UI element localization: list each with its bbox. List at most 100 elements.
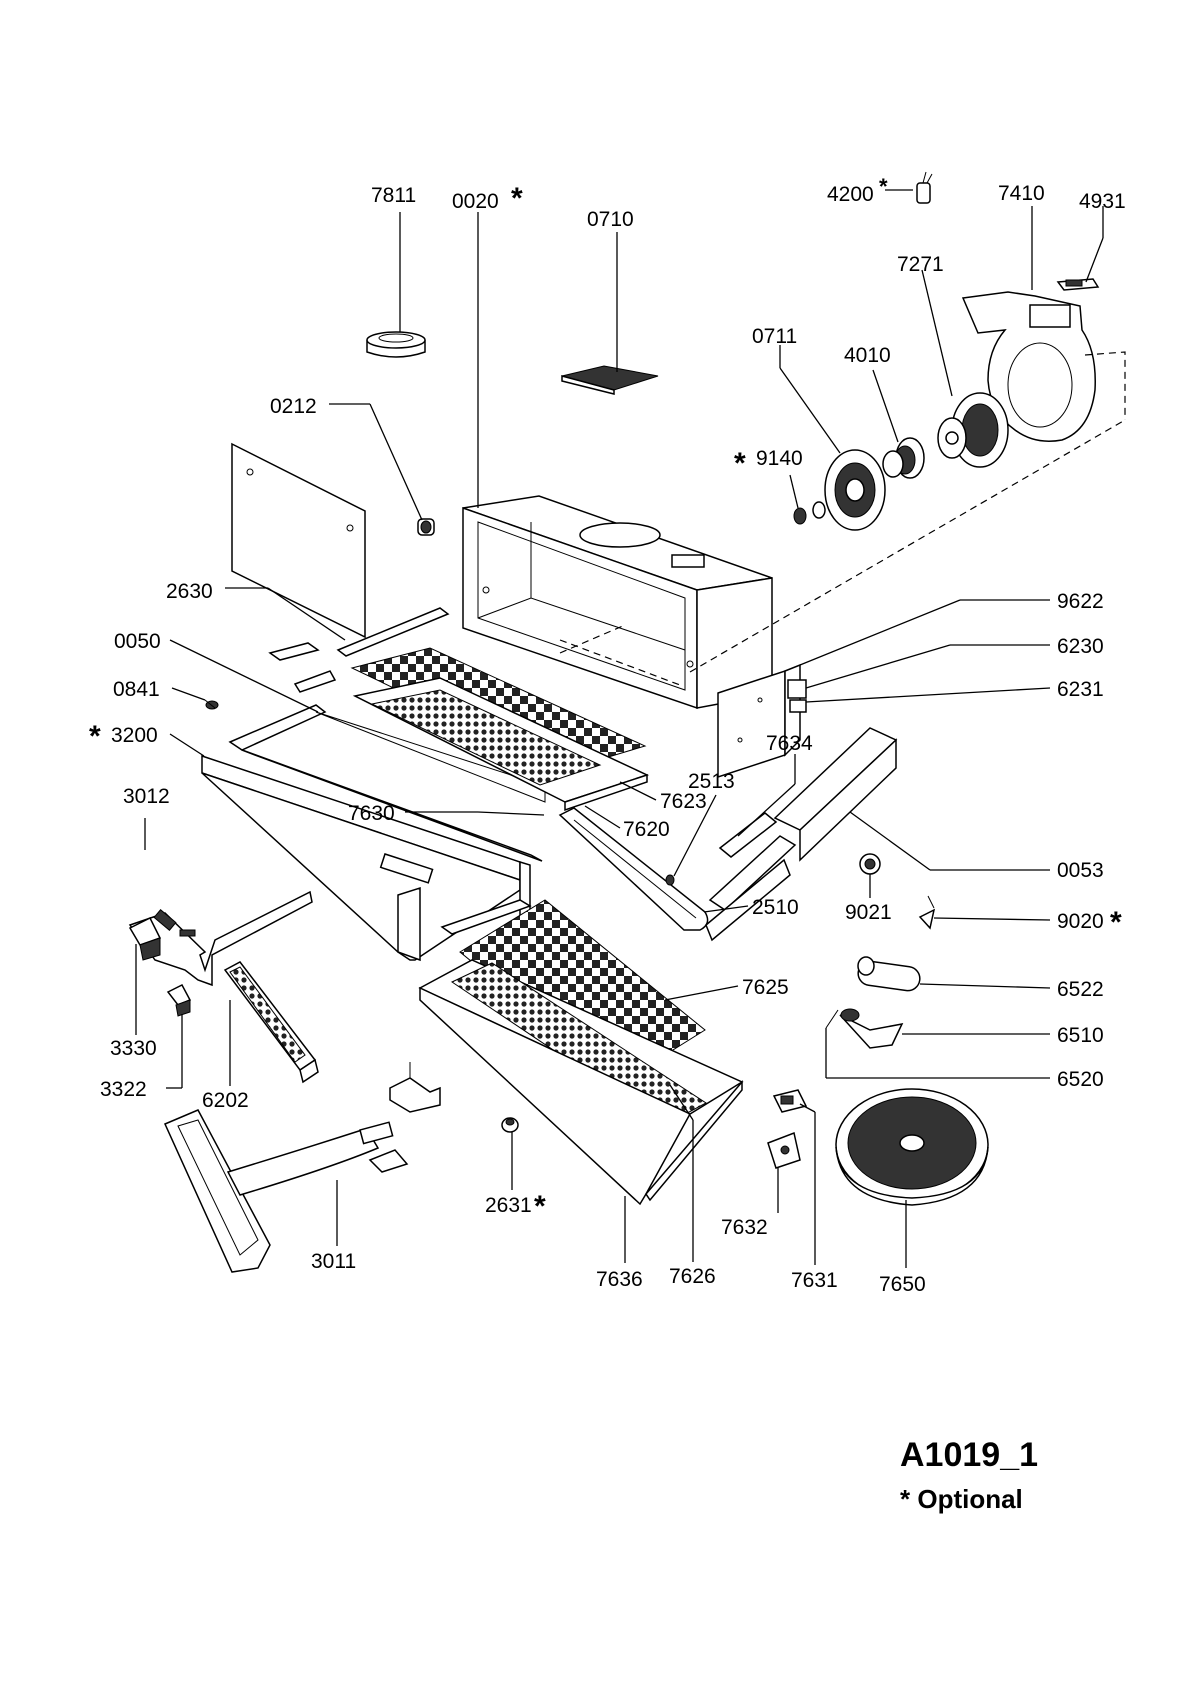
label-0711: 0711: [752, 325, 797, 348]
part-7811-duct-adapter: [366, 331, 426, 358]
leader-0050: [169, 639, 319, 713]
part-0212-grommet: [417, 518, 435, 536]
part-3011-handle: [163, 1109, 409, 1273]
leader-2513: [673, 794, 717, 877]
label-7625: 7625: [742, 976, 789, 999]
part-9020-clip: [918, 895, 936, 930]
label-7632: 7632: [721, 1216, 768, 1239]
part-bracket-3011: [389, 1062, 441, 1113]
leader-7271: [921, 269, 953, 397]
part-brackets-upper-left: [268, 607, 450, 693]
part-6522-lamp-cover: [857, 956, 921, 992]
optional-star-0020: *: [511, 182, 523, 215]
label-0053: 0053: [1057, 859, 1104, 882]
part-2630-side-panel: [231, 442, 366, 639]
leader-0053-b: [849, 811, 931, 871]
label-6510: 6510: [1057, 1024, 1104, 1047]
part-7632-bracket: [767, 1131, 801, 1169]
leader-3200: [169, 733, 205, 757]
part-9622-control-panel: [717, 663, 807, 779]
leader-7630-b: [477, 811, 545, 816]
part-0050-frame: [228, 704, 546, 862]
part-4010-motor: [882, 437, 925, 479]
label-7634: 7634: [766, 732, 813, 755]
label-2513: 2513: [688, 770, 735, 793]
part-3200-front-panel: [201, 754, 532, 962]
part-7650-carbon-filter: [835, 1088, 989, 1206]
label-7623: 7623: [660, 790, 707, 813]
label-2631: 2631: [485, 1194, 532, 1217]
part-7631-clip: [772, 1089, 808, 1113]
label-6202: 6202: [202, 1089, 249, 1112]
leader-7620: [584, 805, 621, 829]
optional-star-9140: *: [734, 447, 746, 480]
part-2513-screw: [665, 874, 675, 886]
part-labels: 7811 0020 * 0710 4200 * 7410 4931 7271 0…: [89, 174, 1126, 1296]
label-3012: 3012: [123, 785, 170, 808]
label-0710: 0710: [587, 208, 634, 231]
leader-4010: [872, 369, 899, 443]
optional-legend: * Optional: [900, 1484, 1023, 1514]
label-7636: 7636: [596, 1268, 643, 1291]
parts-artwork: [128, 171, 1126, 1273]
leader-9140: [789, 474, 799, 509]
label-6522: 6522: [1057, 978, 1104, 1001]
part-9021-nut: [859, 853, 881, 875]
leader-7625: [664, 985, 739, 1001]
label-0050: 0050: [114, 630, 161, 653]
label-3322: 3322: [100, 1078, 147, 1101]
optional-star-3200: *: [89, 720, 101, 753]
label-6520: 6520: [1057, 1068, 1104, 1091]
part-3012-handle: [128, 890, 313, 987]
optional-star-4200: *: [879, 174, 888, 199]
label-6230: 6230: [1057, 635, 1104, 658]
optional-star-2631: *: [534, 1190, 546, 1223]
leader-6230-b: [805, 644, 951, 689]
label-3011: 3011: [311, 1250, 356, 1273]
label-4931: 4931: [1079, 190, 1126, 213]
label-7626: 7626: [669, 1265, 716, 1288]
label-6231: 6231: [1057, 678, 1104, 701]
leader-2510: [703, 905, 749, 913]
label-7650: 7650: [879, 1273, 926, 1296]
label-7811: 7811: [371, 184, 416, 207]
label-2630: 2630: [166, 580, 213, 603]
part-4200-capacitor: [885, 171, 933, 204]
label-9140: 9140: [756, 447, 803, 470]
leader-6522: [919, 983, 1051, 989]
part-0710-grille-plate: [561, 365, 659, 395]
part-7636-filter-frame: [418, 959, 744, 1206]
leader-9622-b: [799, 599, 961, 666]
leader-7634-b: [737, 783, 796, 837]
leader-7623: [619, 781, 657, 801]
label-7271: 7271: [897, 253, 944, 276]
leader-0711-b: [779, 367, 841, 454]
part-2631-plug: [501, 1117, 519, 1133]
part-6202-control-board: [223, 961, 319, 1084]
part-6510-lamp-socket: [825, 1008, 904, 1049]
optional-star-9020: *: [1110, 906, 1122, 939]
label-9020: 9020: [1057, 910, 1104, 933]
leader-0841: [171, 687, 206, 701]
leader-6231: [805, 687, 1051, 703]
leader-7626-b: [669, 1084, 694, 1121]
part-7620-filter-frame: [352, 677, 650, 812]
leader-7631-b: [799, 1103, 816, 1113]
part-0020-hood-body: [462, 419, 1126, 710]
drawing-code: A1019_1: [900, 1436, 1039, 1474]
part-4931-clip: [1056, 278, 1100, 291]
label-7410: 7410: [998, 182, 1045, 205]
label-7630: 7630: [348, 802, 395, 825]
label-4200: 4200: [827, 183, 874, 206]
label-0212: 0212: [270, 395, 317, 418]
label-3200: 3200: [111, 724, 158, 747]
leader-4931-b: [1085, 237, 1104, 283]
part-0711-motor-plate: [824, 449, 886, 531]
label-7631: 7631: [791, 1269, 838, 1292]
leader-0212-b: [369, 403, 423, 521]
label-7620: 7620: [623, 818, 670, 841]
leader-2630-b: [267, 587, 346, 641]
label-4010: 4010: [844, 344, 891, 367]
